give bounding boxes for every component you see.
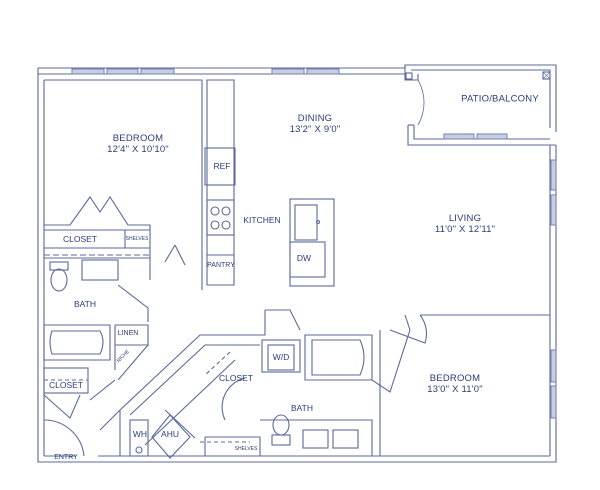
closet-3-label: CLOSET: [218, 373, 254, 384]
living-label: LIVING 11'0" X 12'11": [434, 213, 496, 236]
bedroom-1-label: BEDROOM 12'4" X 10'10": [107, 133, 169, 156]
mechanical: [99, 409, 196, 459]
patio-walls: [404, 65, 556, 146]
bath-2-label: BATH: [290, 403, 314, 414]
ahu-label: AHU: [161, 429, 179, 440]
room-name: BEDROOM: [112, 133, 164, 145]
room-name: LIVING: [448, 213, 482, 225]
dining-label: DINING 13'2" X 9'0": [289, 113, 341, 136]
room-name: BEDROOM: [429, 373, 481, 385]
patio-label: PATIO/BALCONY: [461, 93, 539, 106]
linen-label: LINEN: [117, 329, 139, 337]
room-dimensions: 13'2" X 9'0": [289, 124, 341, 135]
room-dimensions: 12'4" X 10'10": [107, 144, 169, 155]
entry-label: ENTRY: [54, 453, 78, 461]
bath-1-label: BATH: [73, 299, 97, 310]
room-dimensions: 13'0" X 11'0": [427, 384, 483, 395]
windows: [71, 68, 557, 419]
pantry-label: PANTRY: [207, 261, 235, 269]
closet-1-label: CLOSET: [62, 234, 98, 245]
central-closet: [119, 309, 550, 456]
wh-label: WH: [132, 429, 148, 440]
room-name: DINING: [297, 113, 333, 125]
shelves-2-label: SHELVES: [234, 446, 258, 453]
closet-2-label: CLOSET: [48, 380, 84, 391]
kitchen-label: KITCHEN: [243, 215, 281, 226]
wd-label: W/D: [272, 352, 290, 363]
dw-label: DW: [296, 253, 312, 264]
entry-closet: [43, 367, 116, 457]
room-dimensions: 11'0" X 12'11": [434, 224, 496, 235]
ref-label: REF: [213, 161, 231, 172]
bath-1: [43, 257, 151, 381]
bedroom-1-walls: [44, 79, 203, 290]
bedroom-2-label: BEDROOM 13'0" X 11'0": [427, 373, 483, 396]
shelves-1-label: SHELVES: [125, 236, 149, 243]
room-name: PATIO/BALCONY: [461, 93, 539, 105]
kitchen: [204, 79, 335, 287]
